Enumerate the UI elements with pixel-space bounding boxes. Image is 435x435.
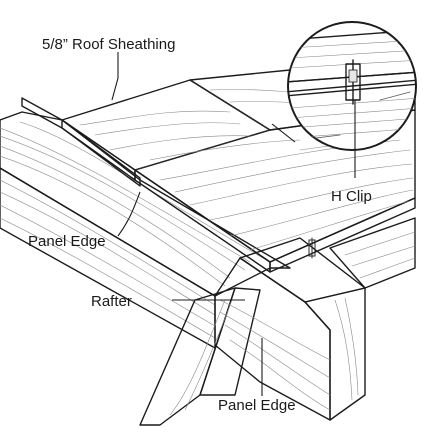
edge-beam xyxy=(0,111,291,349)
rafter-grain xyxy=(169,297,359,416)
leader-panel-edge-left xyxy=(117,191,141,237)
h-clip-small xyxy=(308,237,316,259)
label-h-clip: H Clip xyxy=(331,188,372,205)
label-panel-edge-left: Panel Edge xyxy=(28,233,106,250)
label-rafter: Rafter xyxy=(91,293,132,310)
leader-pointer xyxy=(271,123,296,143)
beam-face-grain xyxy=(0,179,215,339)
leader-sheathing xyxy=(111,52,119,101)
h-clip-magnifier xyxy=(287,21,417,151)
leader-lines xyxy=(111,52,356,396)
label-roof-sheathing: 5/8” Roof Sheathing xyxy=(42,36,175,53)
rafter-member xyxy=(139,217,416,426)
label-panel-edge-bottom: Panel Edge xyxy=(218,397,296,414)
